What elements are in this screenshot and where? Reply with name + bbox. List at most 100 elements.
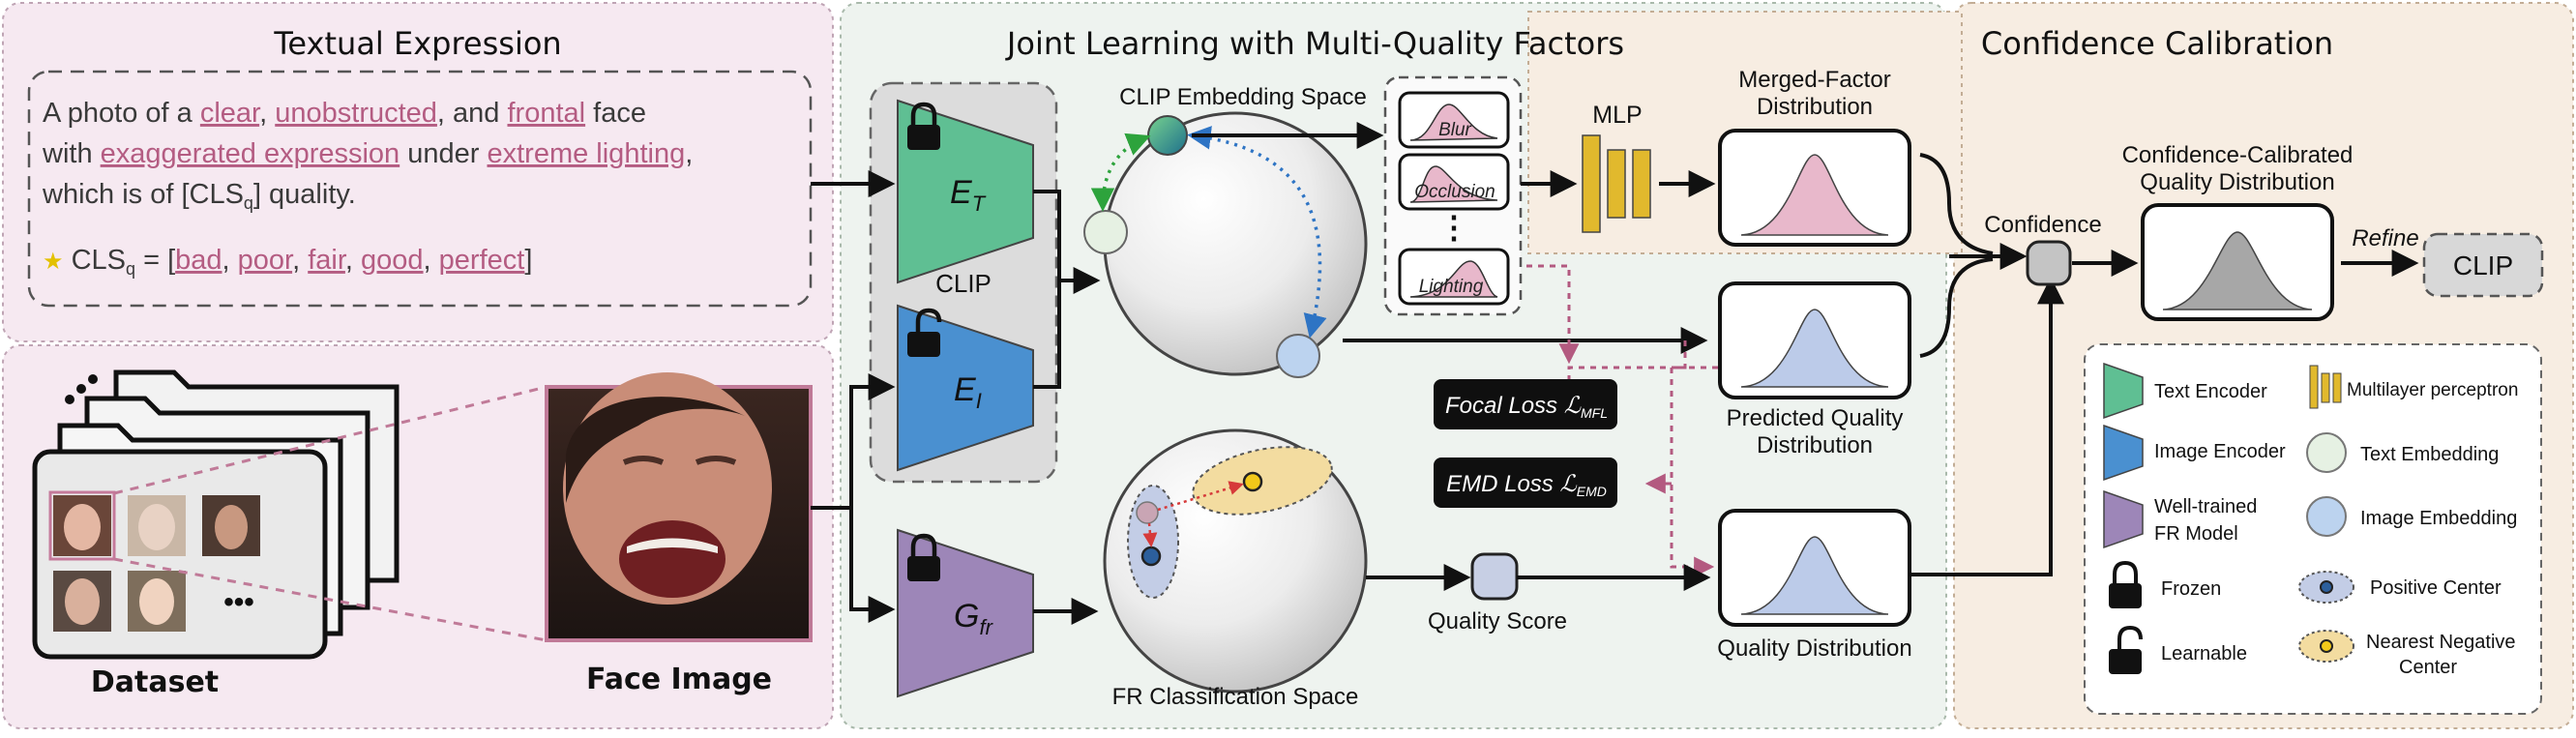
stack-dot	[65, 395, 74, 404]
prompt-plain: ] quality.	[253, 179, 356, 210]
legend-negative-center-1: Nearest Negative	[2366, 632, 2516, 653]
face-teeth	[627, 538, 718, 553]
textual-panel	[2, 2, 834, 342]
legend-image-embedding: Image Embedding	[2360, 508, 2517, 529]
prompt-plain: ]	[524, 245, 532, 276]
focal-loss-symbol: ℒ	[1564, 393, 1582, 419]
factor-clear: clear	[200, 98, 261, 129]
prompt-text: A photo of a clear, unobstructed, and fr…	[42, 98, 693, 279]
fr-space-label: FR Classification Space	[1112, 684, 1359, 710]
prompt-plain: CLS	[64, 245, 126, 276]
mlp-layer	[1582, 134, 1601, 233]
legend-frozen: Frozen	[2161, 578, 2221, 600]
prompt-plain: ,	[222, 245, 238, 276]
stack-dot	[88, 374, 98, 384]
merge-bracket-bottom	[1919, 257, 1994, 358]
factor-unobstructed: unobstructed	[275, 98, 437, 129]
prompt-plain: with	[42, 138, 101, 169]
face-mouth	[619, 520, 725, 598]
prompt-plain: face	[585, 98, 646, 129]
legend-negative-center-2: Center	[2399, 657, 2457, 678]
face-image-label: Face Image	[586, 663, 772, 696]
mlp-layer	[1632, 149, 1651, 219]
quality-to-confidence-arrow	[1910, 277, 2064, 576]
face-thumbnail-face	[138, 504, 175, 550]
embedding-sphere	[1103, 111, 1368, 376]
factor-card-lighting: Lighting	[1398, 248, 1510, 306]
stack-dot	[76, 384, 86, 394]
face-eye-left	[622, 456, 665, 465]
factor-frontal: frontal	[507, 98, 585, 129]
prompt-box	[27, 70, 813, 308]
prompt-line-1: A photo of a clear, unobstructed, and fr…	[43, 98, 646, 129]
legend-lock-closed-icon	[2109, 560, 2142, 608]
focal-loss-box	[1434, 379, 1617, 429]
legend-mlp-icon	[2309, 365, 2319, 409]
text-encoder-main: E	[950, 174, 972, 211]
level-fair: fair	[308, 245, 347, 276]
factor-ellipsis: ⋮	[1438, 210, 1469, 245]
legend-learnable: Learnable	[2161, 643, 2247, 664]
prompt-plain: = [	[135, 245, 175, 276]
image-encoder-sub: I	[976, 389, 982, 413]
legend-text-encoder-icon	[2103, 362, 2144, 420]
prompt-plain: ,	[259, 98, 275, 129]
level-good: good	[361, 245, 424, 276]
embedding-space-label: CLIP Embedding Space	[1119, 84, 1367, 110]
clip-refine-box	[2422, 232, 2544, 298]
calibrated-label-2: Quality Distribution	[2140, 169, 2334, 195]
emd-loss-box	[1434, 458, 1617, 508]
image-encoder-label: EI	[954, 371, 982, 413]
predicted-curve	[1740, 309, 1889, 388]
positive-center-node	[1140, 546, 1162, 567]
prompt-plain: ,	[424, 245, 439, 276]
calibrated-label-1: Confidence-Calibrated	[2122, 142, 2354, 168]
factor-to-focal-loss-arrow	[1526, 264, 1580, 365]
lock-open-icon	[907, 308, 942, 357]
emd-loss-label: EMD Loss ℒEMD	[1446, 471, 1607, 499]
prompt-plain: ,	[345, 245, 361, 276]
factor-label-occlusion: Occlusion	[1414, 182, 1495, 202]
merged-label-2: Distribution	[1757, 94, 1873, 120]
merge-bracket-top	[1919, 153, 1994, 255]
textual-title: Textual Expression	[273, 25, 561, 62]
face-image	[545, 372, 813, 642]
fr-model-sub: fr	[979, 615, 993, 639]
prompt-plain: A photo of a	[43, 98, 200, 129]
predicted-to-focal-loss-link	[1567, 340, 1687, 379]
prompt-line-3: which is of [CLSq] quality.	[42, 179, 356, 213]
face-hair	[566, 397, 745, 503]
factor-card-blur: Blur	[1398, 91, 1510, 149]
fr-model-main: G	[954, 598, 979, 635]
sample-embedding-node	[1136, 501, 1159, 524]
emd-loss-subscript: EMD	[1577, 484, 1607, 499]
focal-loss-subscript: MFL	[1581, 405, 1608, 421]
merged-curve	[1740, 154, 1889, 236]
emd-loss-text: EMD Loss	[1446, 471, 1559, 497]
merged-label-1: Merged-Factor	[1738, 67, 1890, 93]
blue-dotted-arrow	[1187, 126, 1327, 339]
factor-expression: exaggerated expression	[101, 138, 400, 169]
legend-positive-center: Positive Center	[2370, 577, 2502, 599]
lock-closed-icon	[907, 102, 940, 150]
cls-subscript: q	[126, 259, 135, 279]
image-encoder-main: E	[954, 371, 976, 408]
legend-image-embedding-icon	[2306, 496, 2347, 537]
legend-text-embedding: Text Embedding	[2360, 444, 2499, 465]
legend-text-encoder: Text Encoder	[2154, 381, 2267, 402]
legend-positive-center-dot	[2320, 580, 2333, 594]
quality-score-label: Quality Score	[1428, 608, 1567, 635]
calib-title: Confidence Calibration	[1981, 25, 2333, 62]
text-encoder-sub: T	[972, 192, 987, 216]
face-to-image-encoder-arrow	[811, 373, 896, 510]
predicted-to-emd-loss-arrow	[1644, 366, 1718, 494]
legend-text-embedding-icon	[2306, 432, 2347, 473]
confidence-label: Confidence	[1984, 212, 2101, 238]
level-perfect: perfect	[439, 245, 525, 276]
negative-center-node	[1242, 471, 1263, 492]
legend-fr-model-2: FR Model	[2154, 523, 2238, 545]
focal-loss-label: Focal Loss ℒMFL	[1445, 393, 1608, 421]
dataset-folders: •••	[32, 369, 400, 660]
selected-thumbnail	[48, 490, 116, 561]
